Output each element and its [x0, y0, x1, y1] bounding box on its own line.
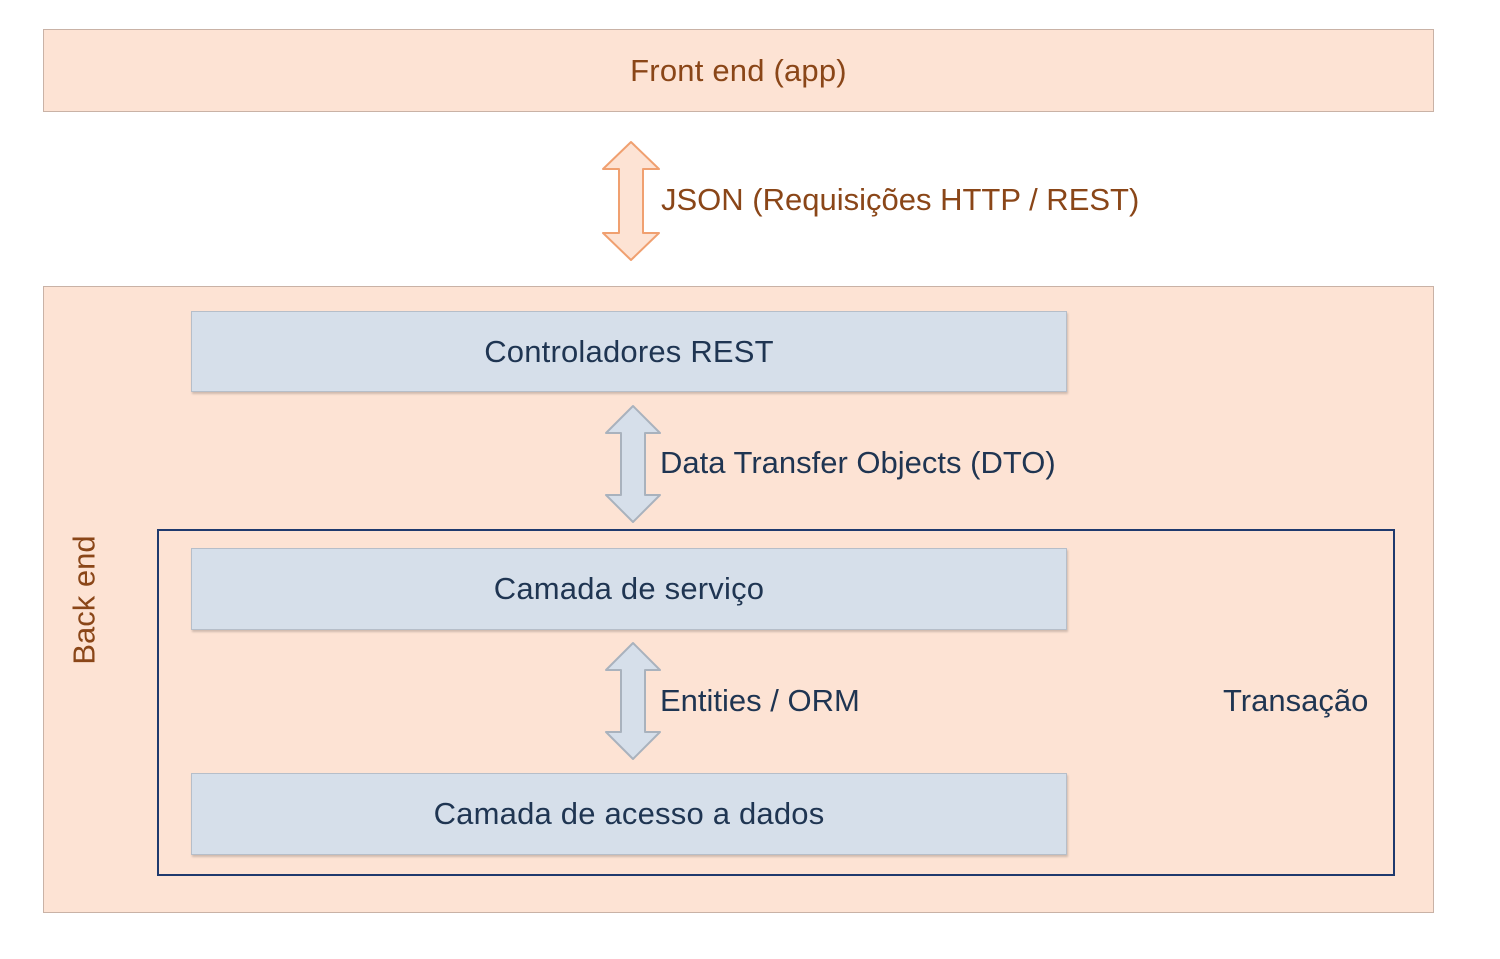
orm-double-arrow	[605, 642, 661, 760]
controllers-label: Controladores REST	[484, 333, 774, 369]
json-double-arrow	[602, 141, 660, 261]
data-access-layer-box: Camada de acesso a dados	[191, 773, 1067, 855]
frontend-label: Front end (app)	[630, 52, 847, 88]
orm-connector-label: Entities / ORM	[660, 683, 860, 718]
dto-connector-label: Data Transfer Objects (DTO)	[660, 445, 1056, 480]
json-connector-label: JSON (Requisições HTTP / REST)	[661, 182, 1140, 217]
transaction-box	[157, 529, 1395, 876]
controllers-box: Controladores REST	[191, 311, 1067, 392]
dto-double-arrow	[605, 405, 661, 523]
data-access-layer-label: Camada de acesso a dados	[433, 796, 825, 831]
backend-label: Back end	[66, 535, 102, 665]
service-layer-label: Camada de serviço	[493, 571, 765, 606]
frontend-box: Front end (app)	[43, 29, 1434, 112]
service-layer-box: Camada de serviço	[191, 548, 1067, 630]
transaction-label: Transação	[1223, 683, 1369, 718]
